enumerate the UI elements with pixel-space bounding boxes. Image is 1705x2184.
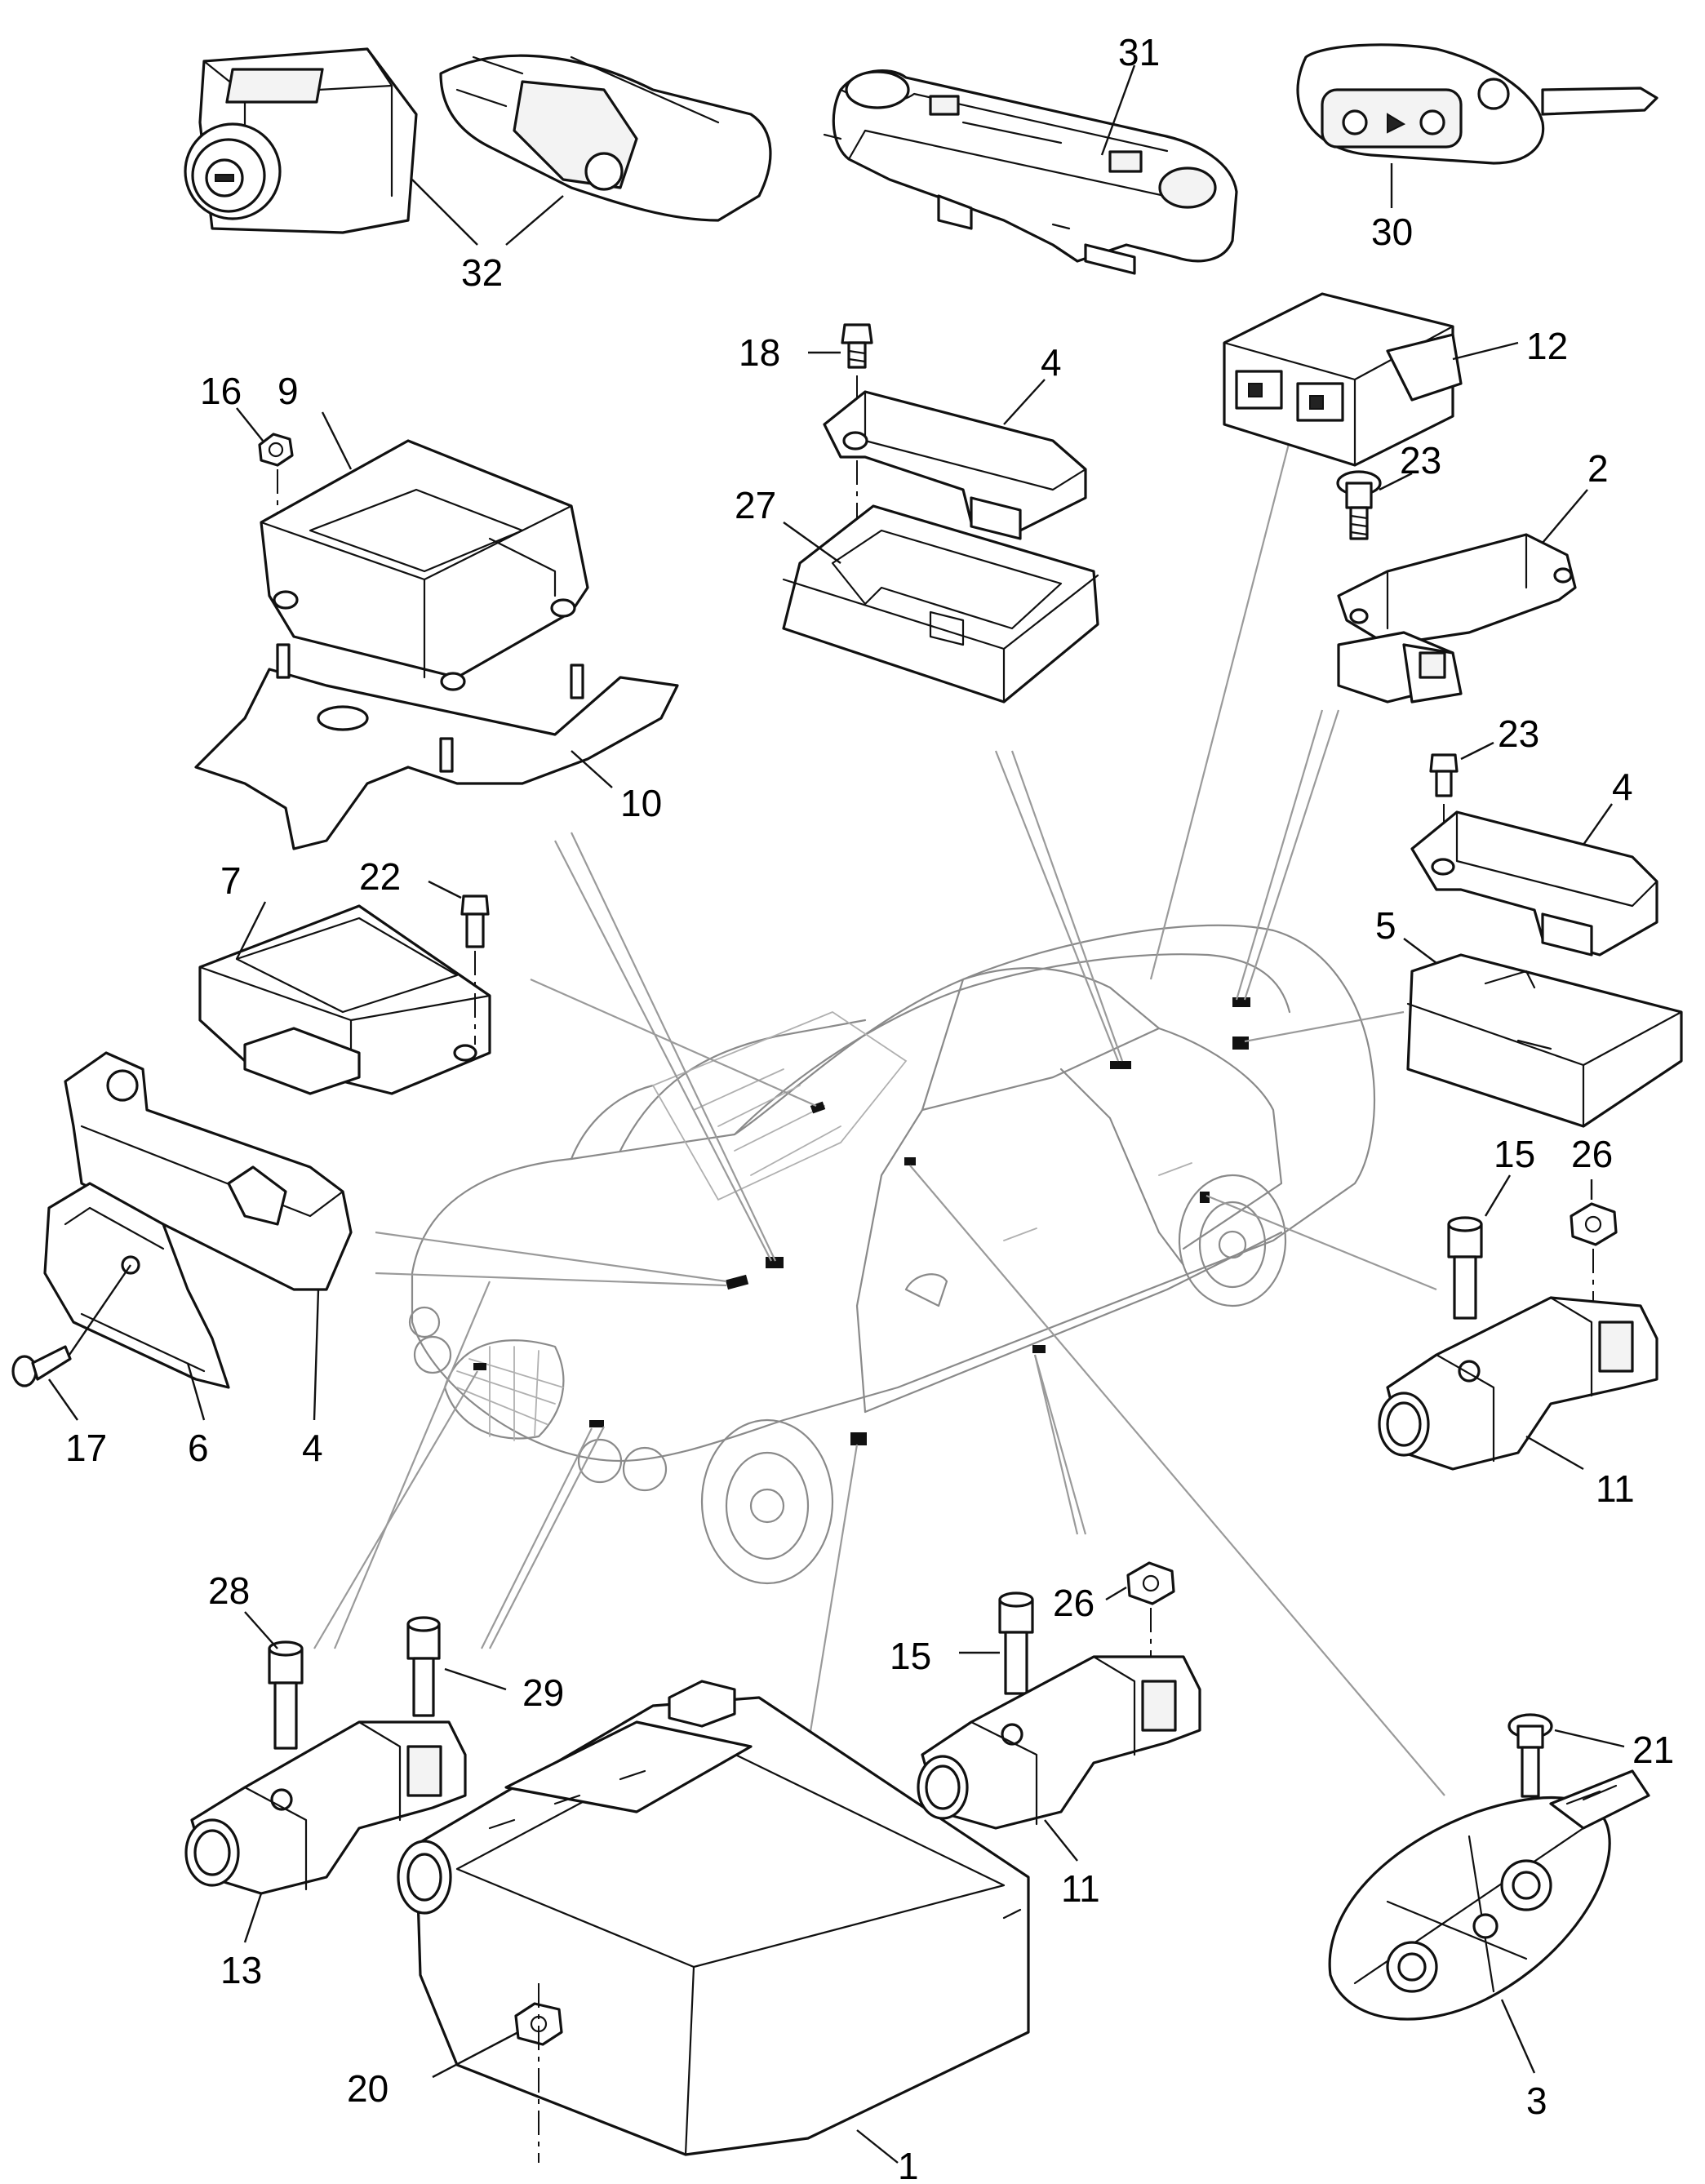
antenna-icon xyxy=(1410,810,1658,957)
bolt-icon xyxy=(406,1616,441,1717)
callout-13: 13 xyxy=(220,1949,262,1991)
callout-20: 20 xyxy=(347,2067,389,2110)
ignition-lock-icon xyxy=(184,47,772,234)
bolt-icon xyxy=(460,894,490,948)
control-unit-icon xyxy=(260,439,589,691)
callout-12: 12 xyxy=(1526,325,1568,367)
callout-27: 27 xyxy=(735,484,776,526)
nut-icon xyxy=(1126,1561,1175,1605)
callout-26: 26 xyxy=(1053,1582,1094,1624)
callout-30: 30 xyxy=(1371,211,1413,253)
screw-icon xyxy=(841,323,873,369)
control-unit-icon xyxy=(1223,292,1463,467)
bolt-icon xyxy=(1447,1216,1483,1320)
callout-29: 29 xyxy=(522,1671,564,1714)
callout-18: 18 xyxy=(739,331,780,374)
callout-22: 22 xyxy=(359,855,401,898)
callout-28: 28 xyxy=(208,1569,250,1612)
callout-6: 6 xyxy=(188,1427,209,1469)
callout-11: 11 xyxy=(1061,1867,1100,1910)
callout-15: 15 xyxy=(890,1635,931,1677)
callout-11: 11 xyxy=(1596,1467,1635,1510)
callout-4: 4 xyxy=(1612,766,1633,808)
callout-5: 5 xyxy=(1375,904,1396,947)
callout-10: 10 xyxy=(620,782,662,824)
airbag-bracket xyxy=(194,643,679,850)
callout-32: 32 xyxy=(461,251,503,294)
crash-sensor-icon xyxy=(1337,533,1577,704)
antenna-bracket xyxy=(1406,953,1683,1128)
antenna-bracket xyxy=(782,504,1099,704)
crash-sensor-icon xyxy=(184,1720,467,1895)
callout-31: 31 xyxy=(1118,31,1160,73)
crash-sensor-icon xyxy=(1378,1296,1658,1471)
callout-7: 7 xyxy=(220,859,242,902)
callout-3: 3 xyxy=(1526,2080,1547,2122)
location-lines xyxy=(313,440,1445,1796)
antenna-icon xyxy=(1328,1769,1650,2021)
callout-23: 23 xyxy=(1498,712,1539,755)
antenna-icon xyxy=(64,1051,353,1291)
key-fob-icon xyxy=(1296,43,1658,165)
crash-sensor-icon xyxy=(917,1655,1201,1830)
antenna-cover xyxy=(43,1182,230,1389)
nut-icon xyxy=(1570,1202,1618,1246)
callout-1: 1 xyxy=(898,2145,919,2184)
bolt-icon xyxy=(268,1640,304,1750)
control-unit-icon xyxy=(397,1680,1030,2156)
callout-26: 26 xyxy=(1571,1133,1613,1175)
antenna-icon xyxy=(823,69,1238,275)
bolt-icon xyxy=(998,1591,1034,1695)
nut-icon xyxy=(258,433,294,467)
callout-4: 4 xyxy=(302,1427,323,1469)
callout-16: 16 xyxy=(200,370,242,412)
control-unit-icon xyxy=(198,904,491,1095)
callout-15: 15 xyxy=(1494,1133,1535,1175)
screw-icon xyxy=(1429,753,1459,797)
bolt-icon xyxy=(1507,1713,1553,1798)
bolt-icon xyxy=(1336,470,1382,540)
callout-2: 2 xyxy=(1587,447,1609,490)
callout-21: 21 xyxy=(1632,1729,1674,1771)
callout-4: 4 xyxy=(1041,341,1062,384)
antenna-icon xyxy=(823,390,1087,540)
vehicle-outline-icon xyxy=(408,924,1375,1585)
screw-icon xyxy=(11,1345,72,1387)
callout-9: 9 xyxy=(278,370,299,412)
callout-17: 17 xyxy=(65,1427,107,1469)
callout-23: 23 xyxy=(1400,439,1441,482)
